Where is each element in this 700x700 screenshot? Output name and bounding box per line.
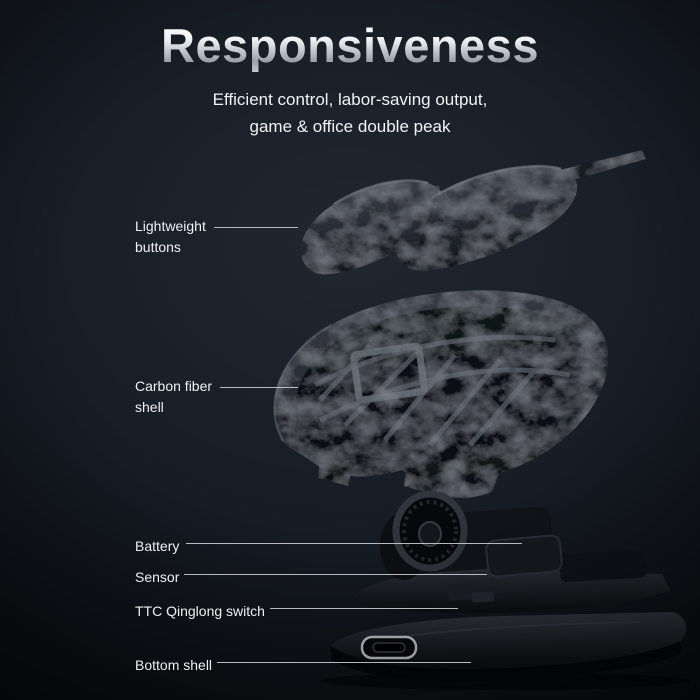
carbon-fiber-shell-part	[273, 290, 609, 498]
leader-line-battery	[186, 543, 522, 544]
lightweight-buttons-part	[300, 150, 646, 275]
rear-module	[559, 549, 647, 582]
leader-line-lightweight-buttons	[214, 227, 298, 228]
scroll-wheel	[392, 490, 468, 572]
callout-ttc-qinglong-switch: TTC Qinglong switch	[135, 603, 265, 619]
battery	[485, 534, 563, 578]
leader-line-sensor	[184, 574, 487, 575]
callout-bottom-shell: Bottom shell	[135, 657, 213, 673]
callout-sensor: Sensor	[135, 569, 180, 585]
page-subtitle: Efficient control, labor-saving output, …	[0, 86, 700, 140]
callout-battery: Battery	[135, 538, 180, 554]
leader-line-carbon-fiber-shell	[220, 387, 298, 388]
usb-port	[360, 635, 418, 660]
sensor-chip	[471, 591, 495, 603]
leader-line-bottom-shell	[217, 662, 471, 663]
subtitle-line-1: Efficient control, labor-saving output,	[212, 90, 488, 109]
bottom-shell-part	[320, 612, 690, 690]
leader-line-ttc-qinglong-switch	[270, 608, 458, 609]
callout-lightweight-buttons: Lightweight buttons	[135, 218, 206, 255]
page-title: Responsiveness	[0, 18, 700, 73]
subtitle-line-2: game & office double peak	[249, 117, 451, 136]
internals-part	[352, 490, 670, 613]
callout-carbon-fiber-shell: Carbon fiber shell	[135, 378, 213, 415]
